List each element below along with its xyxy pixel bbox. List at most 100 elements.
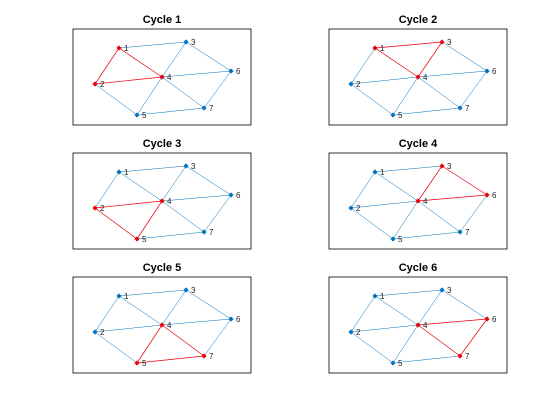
edge-1-4 bbox=[374, 295, 419, 326]
edge-1-4 bbox=[118, 295, 163, 326]
node-4-marker bbox=[415, 322, 421, 328]
node-3-label: 3 bbox=[191, 38, 196, 47]
node-6-label: 6 bbox=[236, 67, 241, 76]
node-6-label: 6 bbox=[492, 315, 497, 324]
node-7-marker bbox=[201, 105, 207, 111]
edge-4-7 bbox=[161, 200, 205, 233]
edge-2-4 bbox=[350, 76, 419, 85]
node-6-marker bbox=[484, 192, 490, 198]
edge-6-7 bbox=[459, 70, 488, 109]
node-2-label: 2 bbox=[356, 204, 361, 213]
node-7-marker bbox=[457, 229, 463, 235]
node-3-label: 3 bbox=[447, 38, 452, 47]
node-4-label: 4 bbox=[423, 73, 428, 82]
edge-4-5 bbox=[392, 200, 419, 240]
node-1-label: 1 bbox=[124, 168, 129, 177]
node-3-marker bbox=[439, 39, 445, 45]
node-3-label: 3 bbox=[447, 286, 452, 295]
edge-4-6 bbox=[417, 70, 488, 78]
node-4-marker bbox=[415, 198, 421, 204]
panel-title: Cycle 2 bbox=[399, 14, 438, 26]
node-4-label: 4 bbox=[423, 197, 428, 206]
node-3-marker bbox=[183, 39, 189, 45]
edge-3-4 bbox=[417, 289, 443, 326]
node-6-label: 6 bbox=[492, 67, 497, 76]
highlight-edge-4-7 bbox=[161, 324, 205, 357]
panel-title: Cycle 6 bbox=[399, 262, 438, 274]
node-5-label: 5 bbox=[142, 359, 147, 368]
node-6-label: 6 bbox=[236, 315, 241, 324]
highlight-edge-4-5 bbox=[136, 200, 163, 240]
node-6-label: 6 bbox=[492, 191, 497, 200]
node-3-label: 3 bbox=[447, 162, 452, 171]
node-3-marker bbox=[439, 163, 445, 169]
highlight-edge-3-4 bbox=[417, 165, 443, 202]
edge-2-4 bbox=[94, 324, 163, 333]
edge-1-2 bbox=[94, 295, 120, 333]
node-5-label: 5 bbox=[398, 235, 403, 244]
node-7-marker bbox=[201, 229, 207, 235]
edge-3-6 bbox=[185, 289, 232, 320]
node-7-label: 7 bbox=[465, 352, 470, 361]
node-7-marker bbox=[457, 105, 463, 111]
node-2-label: 2 bbox=[100, 80, 105, 89]
node-6-marker bbox=[484, 316, 490, 322]
edge-1-3 bbox=[118, 41, 187, 49]
node-4-label: 4 bbox=[167, 321, 172, 330]
edge-6-7 bbox=[203, 70, 232, 109]
node-5-marker bbox=[134, 360, 140, 366]
edge-2-5 bbox=[350, 207, 394, 240]
node-2-marker bbox=[92, 329, 98, 335]
node-1-marker bbox=[116, 169, 122, 175]
node-2-marker bbox=[348, 329, 354, 335]
highlight-edge-4-6 bbox=[417, 318, 488, 326]
node-2-label: 2 bbox=[356, 328, 361, 337]
node-6-label: 6 bbox=[236, 191, 241, 200]
node-2-marker bbox=[92, 205, 98, 211]
edge-3-6 bbox=[441, 41, 488, 72]
node-2-label: 2 bbox=[100, 328, 105, 337]
node-1-marker bbox=[372, 45, 378, 51]
highlight-edge-2-4 bbox=[94, 200, 163, 209]
node-6-marker bbox=[484, 68, 490, 74]
edge-3-4 bbox=[161, 289, 187, 326]
edge-3-6 bbox=[185, 41, 232, 72]
node-3-label: 3 bbox=[191, 286, 196, 295]
node-4-label: 4 bbox=[167, 197, 172, 206]
edge-1-4 bbox=[374, 171, 419, 202]
node-6-marker bbox=[228, 316, 234, 322]
edge-2-4 bbox=[350, 200, 419, 209]
highlight-edge-1-4 bbox=[374, 47, 419, 78]
edge-2-5 bbox=[350, 331, 394, 364]
edge-4-5 bbox=[392, 76, 419, 116]
edge-4-5 bbox=[392, 324, 419, 364]
node-4-marker bbox=[415, 74, 421, 80]
node-7-label: 7 bbox=[209, 228, 214, 237]
node-4-label: 4 bbox=[167, 73, 172, 82]
node-1-marker bbox=[372, 169, 378, 175]
node-6-marker bbox=[228, 192, 234, 198]
node-1-marker bbox=[372, 293, 378, 299]
node-7-label: 7 bbox=[209, 352, 214, 361]
node-2-label: 2 bbox=[356, 80, 361, 89]
highlight-edge-1-3 bbox=[374, 41, 443, 49]
highlight-edge-2-5 bbox=[94, 207, 138, 240]
edge-1-3 bbox=[118, 165, 187, 173]
node-5-marker bbox=[134, 112, 140, 118]
edge-4-6 bbox=[161, 194, 232, 202]
node-1-label: 1 bbox=[124, 292, 129, 301]
edge-1-3 bbox=[118, 289, 187, 297]
node-1-label: 1 bbox=[380, 168, 385, 177]
node-5-marker bbox=[390, 236, 396, 242]
node-4-marker bbox=[159, 74, 165, 80]
node-5-label: 5 bbox=[142, 235, 147, 244]
edge-5-7 bbox=[392, 107, 461, 116]
node-4-label: 4 bbox=[423, 321, 428, 330]
edge-2-5 bbox=[94, 331, 138, 364]
edge-1-3 bbox=[374, 165, 443, 173]
edge-1-2 bbox=[350, 171, 376, 209]
